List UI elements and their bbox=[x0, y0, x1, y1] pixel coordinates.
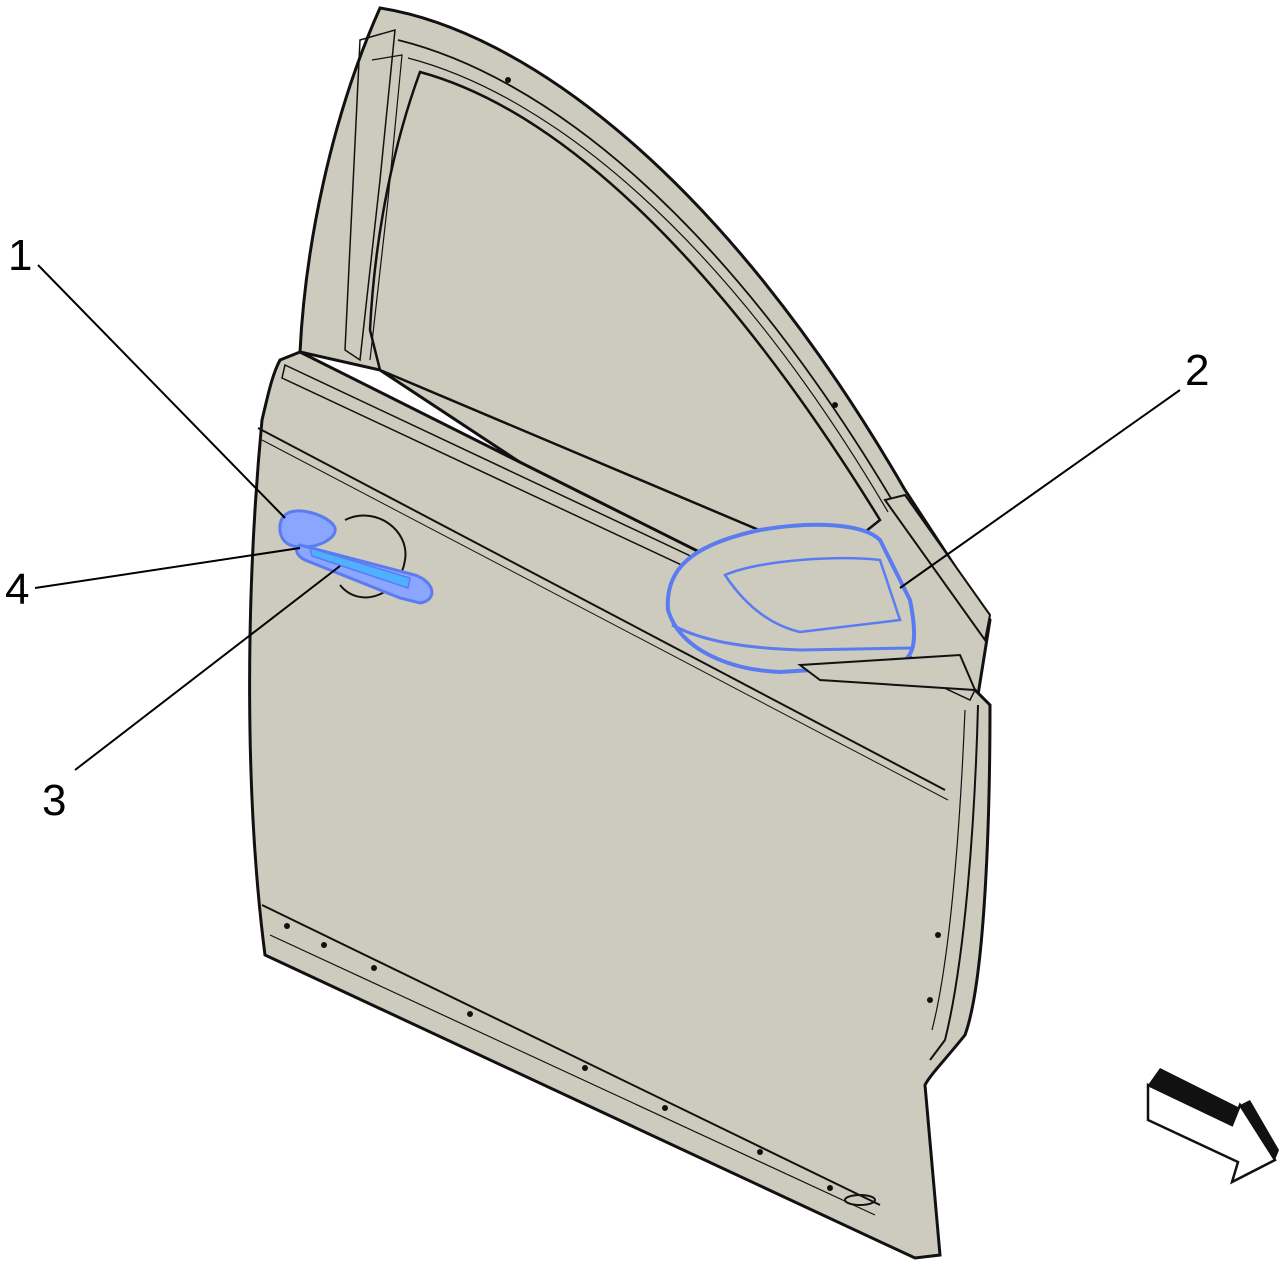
mirror-base bbox=[797, 653, 977, 692]
door-rear-edge-2 bbox=[931, 709, 966, 1031]
callout-4: 4 bbox=[5, 565, 29, 614]
handle-cap-accent bbox=[308, 546, 411, 589]
door-belt-line bbox=[257, 427, 946, 791]
view-arrow-head-face bbox=[1240, 1100, 1279, 1160]
door-belt-line-2 bbox=[261, 439, 949, 801]
window-channel-line bbox=[397, 39, 896, 506]
door-rocker-line bbox=[261, 904, 881, 1206]
door-rocker-line-2 bbox=[269, 934, 876, 1216]
callout-1: 1 bbox=[8, 231, 32, 280]
door-drain-slot bbox=[844, 1194, 876, 1206]
leader-lines bbox=[34, 264, 1181, 771]
view-direction-arrow-icon bbox=[1146, 1068, 1279, 1185]
door-handle-assembly bbox=[278, 509, 434, 605]
leader-line-1 bbox=[37, 264, 286, 519]
outside-mirror-highlight bbox=[665, 522, 977, 692]
view-arrow-top-face bbox=[1148, 1068, 1240, 1125]
door-rear-edge bbox=[929, 704, 979, 1061]
window-channel-line-2 bbox=[407, 57, 889, 513]
handle-pocket bbox=[339, 514, 407, 599]
door-outer-panel bbox=[248, 77, 992, 1260]
window-frame-pillar-inner bbox=[369, 54, 403, 361]
callout-2: 2 bbox=[1185, 346, 1209, 395]
callout-3: 3 bbox=[42, 776, 66, 825]
leader-line-3 bbox=[74, 565, 341, 771]
window-rear-seal bbox=[883, 493, 992, 643]
door-panel-shape bbox=[248, 350, 992, 1260]
mirror-lower-edge bbox=[671, 623, 913, 652]
door-rivets bbox=[284, 77, 941, 1191]
handle-bezel-highlight bbox=[278, 509, 337, 549]
window-frame-pillar bbox=[344, 28, 396, 362]
leader-line-4 bbox=[34, 547, 301, 589]
mirror-glass bbox=[723, 556, 902, 634]
leader-line-2 bbox=[899, 389, 1181, 589]
